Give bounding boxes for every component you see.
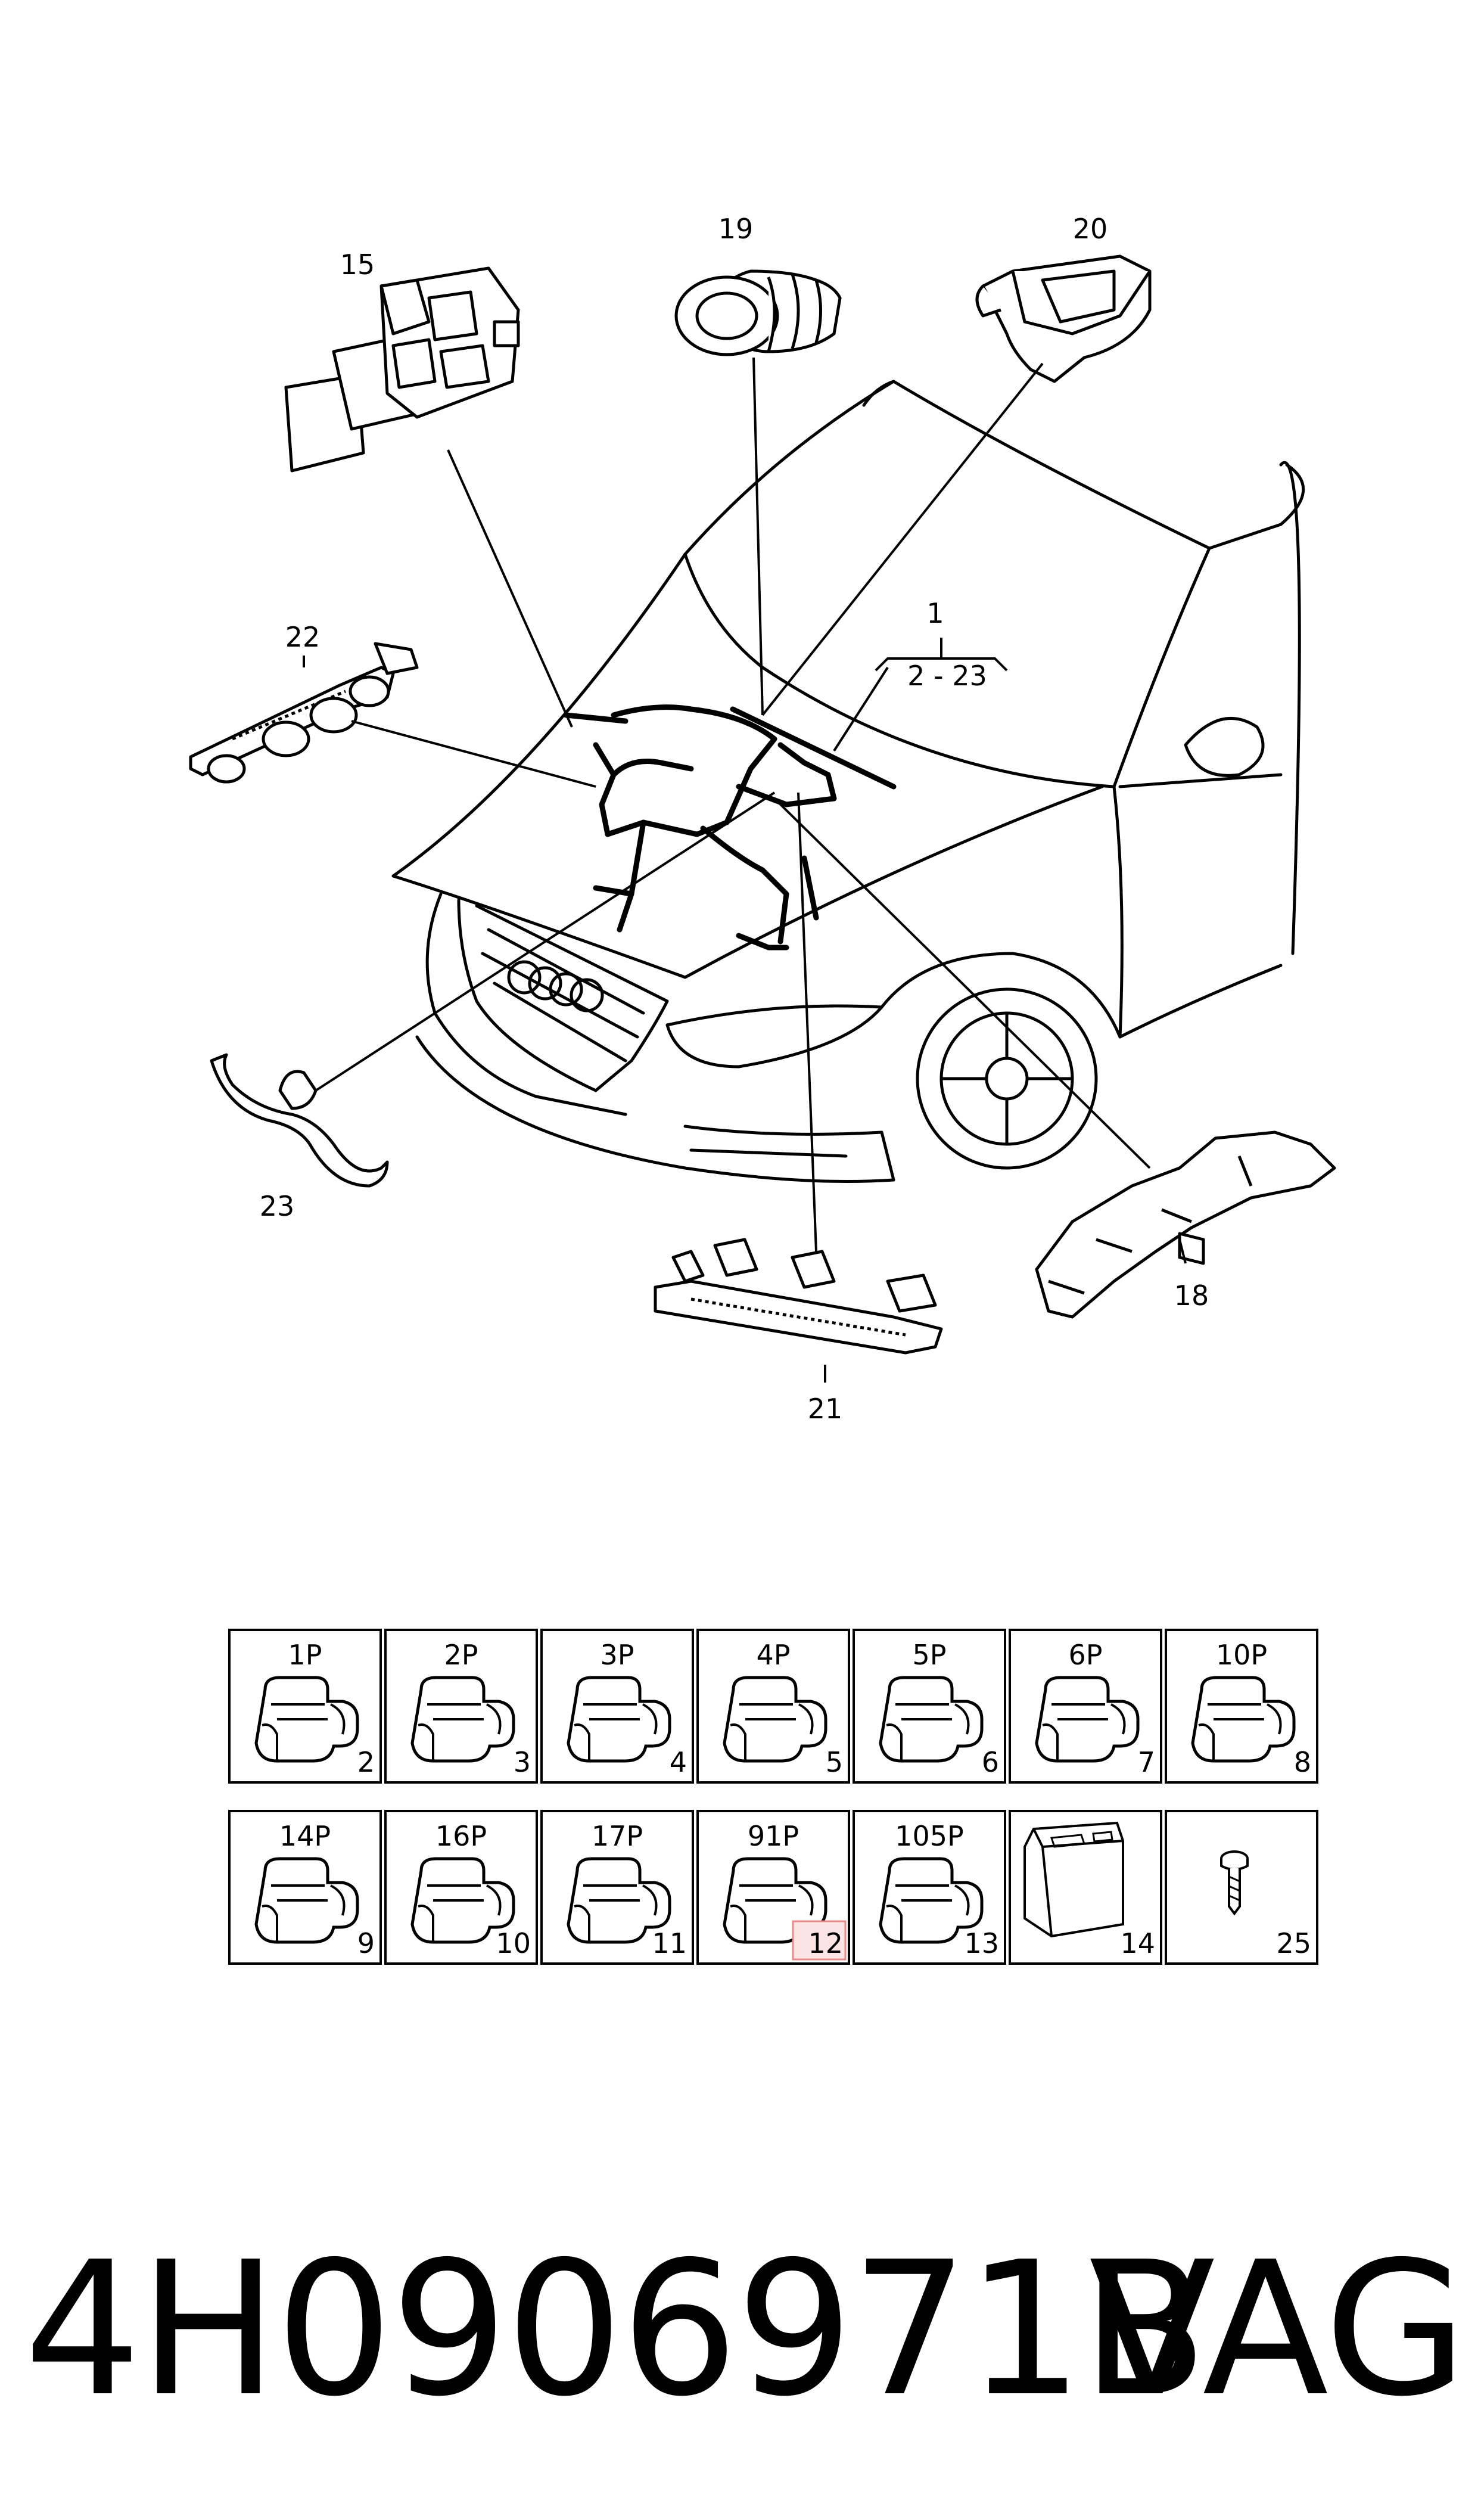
- grommet-icon: [674, 269, 842, 356]
- housing-icon: [975, 254, 1152, 383]
- connector-cell: 6P 7: [1009, 1629, 1162, 1784]
- callout-18: 18: [1174, 1279, 1209, 1312]
- connector-number: 11: [652, 1927, 687, 1959]
- screw-icon: [1220, 1850, 1249, 1916]
- connector-number: 13: [964, 1927, 999, 1959]
- connector-grid: 1P 2 2P 3 3P 4 4P 5 5P 6 6P 7 10P 8 14P 9 16P 10 17P 11 91P 1…: [228, 1629, 1318, 1965]
- connector-number: 14: [1120, 1927, 1155, 1959]
- connector-cell: 3P 4: [540, 1629, 694, 1784]
- connector-label: 17P: [592, 1820, 643, 1852]
- callout-1-range: 2 - 23: [907, 660, 987, 692]
- connector-label: 3P: [600, 1639, 634, 1671]
- connector-cell: 91P 12: [696, 1810, 850, 1965]
- connector-number: 9: [357, 1927, 375, 1959]
- connector-number: 2: [357, 1746, 375, 1778]
- callout-20: 20: [1073, 213, 1108, 245]
- callout-21: 21: [808, 1393, 843, 1425]
- connector-cell: 14P 9: [228, 1810, 382, 1965]
- relay-box-icon: [284, 266, 520, 473]
- wiring-harness-icon: [563, 704, 897, 951]
- connector-cell: 1P 2: [228, 1629, 382, 1784]
- part-number: 4H0906971B: [24, 2222, 1208, 2437]
- connector-cell: 25: [1165, 1810, 1318, 1965]
- bracket-icon: [1035, 1130, 1336, 1319]
- callout-23: 23: [260, 1190, 295, 1222]
- cable-holder-icon: [210, 1053, 389, 1188]
- connector-label: 105P: [895, 1820, 964, 1852]
- callout-15: 15: [340, 249, 375, 281]
- connector-number: 4: [670, 1746, 687, 1778]
- connector-cell: 4P 5: [696, 1629, 850, 1784]
- connector-label: 1P: [288, 1639, 322, 1671]
- leader-lines: [303, 357, 1187, 1383]
- connector-label: 2P: [444, 1639, 478, 1671]
- connector-label: 16P: [435, 1820, 487, 1852]
- connector-number: 7: [1138, 1746, 1155, 1778]
- connector-cell: 5P 6: [853, 1629, 1006, 1784]
- car-illustration: [391, 380, 1305, 1183]
- connector-bar-icon: [654, 1238, 943, 1355]
- connector-number: 6: [982, 1746, 999, 1778]
- connector-cell: 14: [1009, 1810, 1162, 1965]
- connector-label: 91P: [748, 1820, 799, 1852]
- connector-number: 5: [826, 1746, 843, 1778]
- connector-number: 25: [1276, 1927, 1311, 1959]
- callout-19: 19: [718, 213, 754, 245]
- connector-number: 3: [514, 1746, 531, 1778]
- highlight-box: [792, 1920, 847, 1961]
- control-module-icon: [1023, 1821, 1124, 1938]
- connector-label: 14P: [279, 1820, 331, 1852]
- connector-cell: 2P 3: [384, 1629, 538, 1784]
- brand-name: VAG: [1088, 2222, 1467, 2437]
- connector-number: 12: [808, 1927, 843, 1959]
- connector-label: 6P: [1068, 1639, 1102, 1671]
- connector-cell: 105P 13: [853, 1810, 1006, 1965]
- connector-cell: 10P 8: [1165, 1629, 1318, 1784]
- connector-number: 10: [496, 1927, 531, 1959]
- connector-rail-icon: [189, 642, 419, 784]
- callout-22: 22: [285, 621, 321, 653]
- connector-label: 10P: [1216, 1639, 1267, 1671]
- connector-label: 4P: [756, 1639, 790, 1671]
- connector-cell: 17P 11: [540, 1810, 694, 1965]
- callout-1: 1: [926, 597, 944, 629]
- connector-cell: 16P 10: [384, 1810, 538, 1965]
- connector-number: 8: [1294, 1746, 1311, 1778]
- connector-label: 5P: [912, 1639, 946, 1671]
